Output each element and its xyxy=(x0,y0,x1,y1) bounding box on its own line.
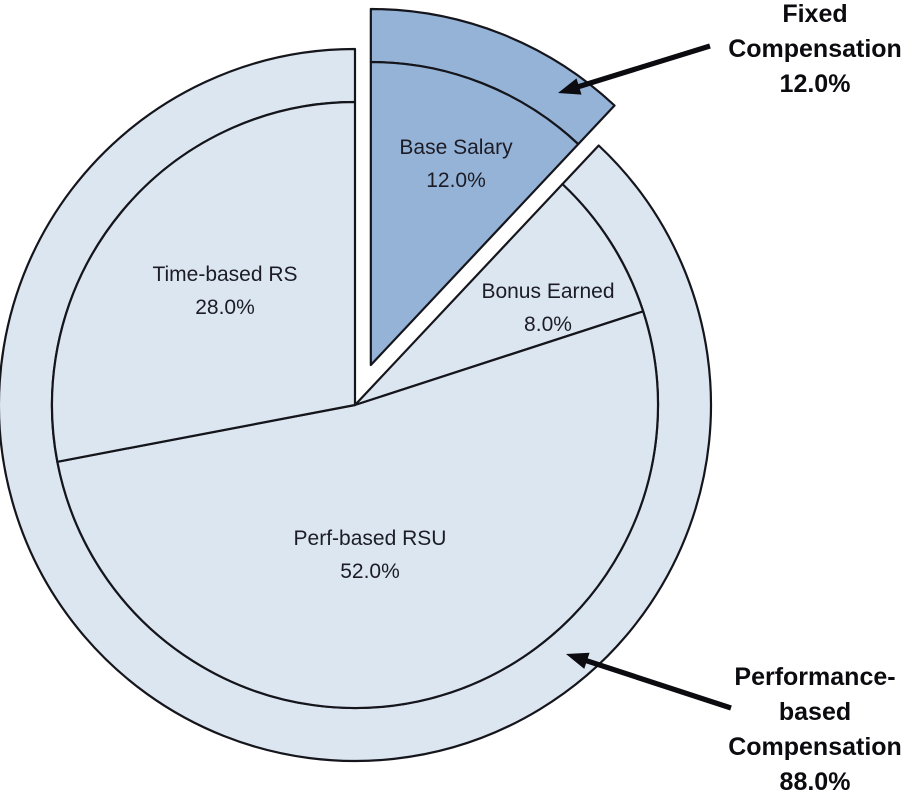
slice-label-perf-based-rsu: Perf-based RSU 52.0% xyxy=(294,522,447,588)
slice-label-bonus-earned: Bonus Earned 8.0% xyxy=(481,275,614,341)
fixed-compensation-callout: Fixed Compensation 12.0% xyxy=(690,0,915,102)
slice-name: Perf-based RSU xyxy=(293,527,447,550)
callout-line: based xyxy=(778,698,852,726)
callout-line: Compensation xyxy=(728,733,902,761)
performance-compensation-arrow-head xyxy=(566,652,590,669)
slice-name: Time-based RS xyxy=(152,263,298,286)
slice-name: Base Salary xyxy=(399,136,513,159)
callout-line: Fixed xyxy=(782,0,848,28)
fixed-compensation-arrow xyxy=(569,43,711,92)
slice-percent: 52.0% xyxy=(340,560,400,583)
callout-line: 88.0% xyxy=(779,768,851,796)
slice-perf-based-rsu xyxy=(56,310,660,710)
fixed-compensation-arrow-head xyxy=(558,78,582,95)
callout-line: 12.0% xyxy=(779,70,851,98)
slice-label-time-based-rs: Time-based RS 28.0% xyxy=(152,258,297,324)
performance-compensation-callout: Performance- based Compensation 88.0% xyxy=(690,660,915,800)
slice-percent: 28.0% xyxy=(195,296,255,319)
slice-base-salary xyxy=(369,60,580,367)
performance-compensation-arrow xyxy=(577,655,732,711)
callout-line: Compensation xyxy=(728,35,902,63)
slice-name: Bonus Earned xyxy=(481,280,615,303)
slice-percent: 8.0% xyxy=(524,313,572,336)
slice-time-based-rs xyxy=(50,100,357,463)
slice-percent: 12.0% xyxy=(426,169,486,192)
slice-bonus-earned xyxy=(353,183,645,407)
callout-line: Performance- xyxy=(734,663,896,691)
slice-label-base-salary: Base Salary 12.0% xyxy=(399,131,512,197)
